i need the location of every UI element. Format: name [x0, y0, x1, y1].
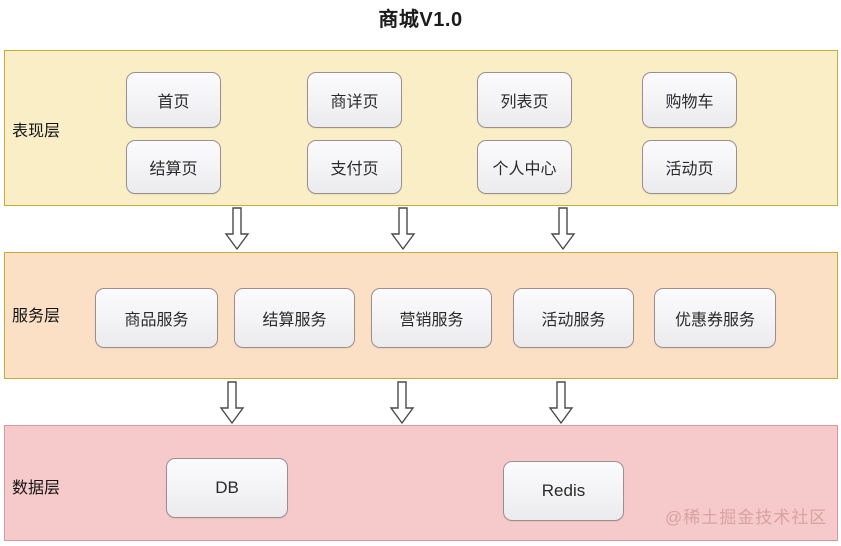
node-presentation-4[interactable]: 购物车: [642, 72, 737, 128]
layer-label-data: 数据层: [12, 480, 61, 497]
node-presentation-8[interactable]: 活动页: [642, 140, 737, 194]
node-data-2[interactable]: Redis: [503, 461, 624, 521]
arrow-presentation-to-service-3: [550, 207, 576, 251]
layer-label-presentation: 表现层: [12, 123, 61, 140]
arrow-presentation-to-service-1: [224, 207, 250, 251]
node-service-5[interactable]: 优惠券服务: [654, 288, 776, 348]
node-presentation-7[interactable]: 个人中心: [477, 140, 572, 194]
node-presentation-2[interactable]: 商详页: [307, 72, 402, 128]
node-service-3[interactable]: 营销服务: [371, 288, 492, 348]
node-presentation-5[interactable]: 结算页: [126, 140, 221, 194]
arrow-presentation-to-service-2: [390, 207, 416, 251]
node-presentation-3[interactable]: 列表页: [477, 72, 572, 128]
node-service-4[interactable]: 活动服务: [513, 288, 634, 348]
layer-label-service: 服务层: [12, 308, 61, 325]
page-title: 商城V1.0: [378, 9, 463, 31]
node-presentation-1[interactable]: 首页: [126, 72, 221, 128]
node-data-1[interactable]: DB: [166, 458, 288, 518]
arrow-service-to-data-1: [219, 381, 245, 425]
watermark: @稀土掘金技术社区: [665, 508, 828, 527]
node-service-1[interactable]: 商品服务: [95, 288, 218, 348]
node-service-2[interactable]: 结算服务: [234, 288, 355, 348]
layer-data: [4, 425, 838, 541]
node-presentation-6[interactable]: 支付页: [307, 140, 402, 194]
arrow-service-to-data-3: [548, 381, 574, 425]
arrow-service-to-data-2: [389, 381, 415, 425]
